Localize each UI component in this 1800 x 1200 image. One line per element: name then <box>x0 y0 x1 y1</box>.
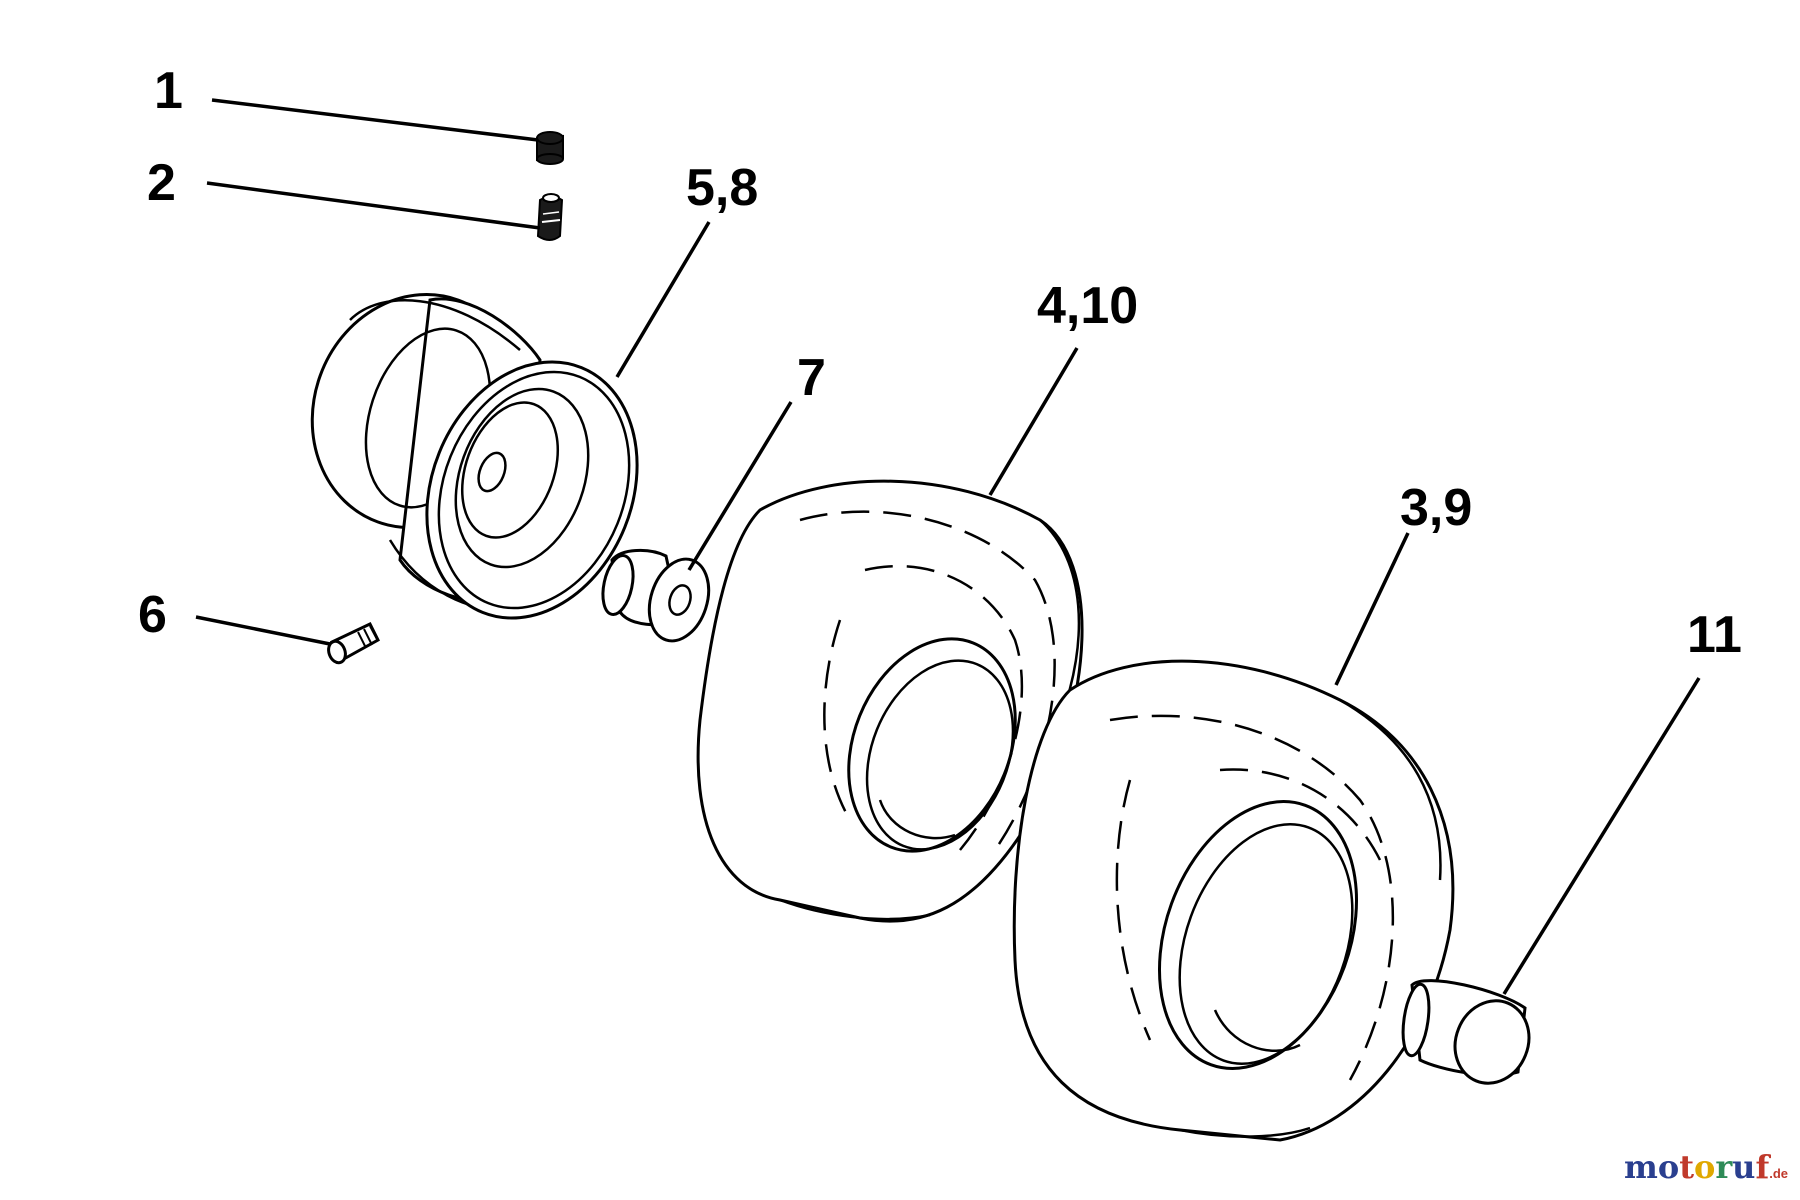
callout-5-8: 5,8 <box>686 159 758 217</box>
callout-6: 6 <box>138 586 167 644</box>
leader-58 <box>615 221 711 378</box>
watermark-suffix: .de <box>1769 1166 1788 1181</box>
valve-stem <box>536 193 564 241</box>
leader-11 <box>1502 677 1701 995</box>
valve-cap <box>536 131 564 165</box>
leader-39 <box>1334 532 1410 686</box>
motoruf-watermark-logo: motoruf.de <box>1624 1148 1788 1186</box>
callout-2: 2 <box>147 154 176 212</box>
bolt <box>327 622 380 665</box>
watermark-letter: t <box>1679 1148 1694 1186</box>
watermark-letter: o <box>1657 1148 1680 1186</box>
callout-4-10: 4,10 <box>1037 277 1138 335</box>
bushing <box>601 549 711 643</box>
leader-6 <box>195 615 331 646</box>
rear-tire <box>1012 659 1455 1142</box>
watermark-letter: r <box>1715 1148 1733 1186</box>
leader-2 <box>206 181 541 230</box>
watermark-letter: o <box>1693 1148 1716 1186</box>
rim <box>310 293 639 620</box>
watermark-letter: f <box>1755 1148 1770 1186</box>
leader-410 <box>988 347 1079 496</box>
hub-cap <box>1401 979 1531 1085</box>
watermark-letter: u <box>1732 1148 1756 1186</box>
leader-7 <box>687 401 793 571</box>
watermark-letter: m <box>1623 1148 1658 1186</box>
callout-3-9: 3,9 <box>1400 479 1472 537</box>
callout-1: 1 <box>154 62 183 120</box>
callout-11: 11 <box>1687 606 1742 664</box>
callout-7: 7 <box>797 349 826 407</box>
leader-1 <box>211 98 539 142</box>
